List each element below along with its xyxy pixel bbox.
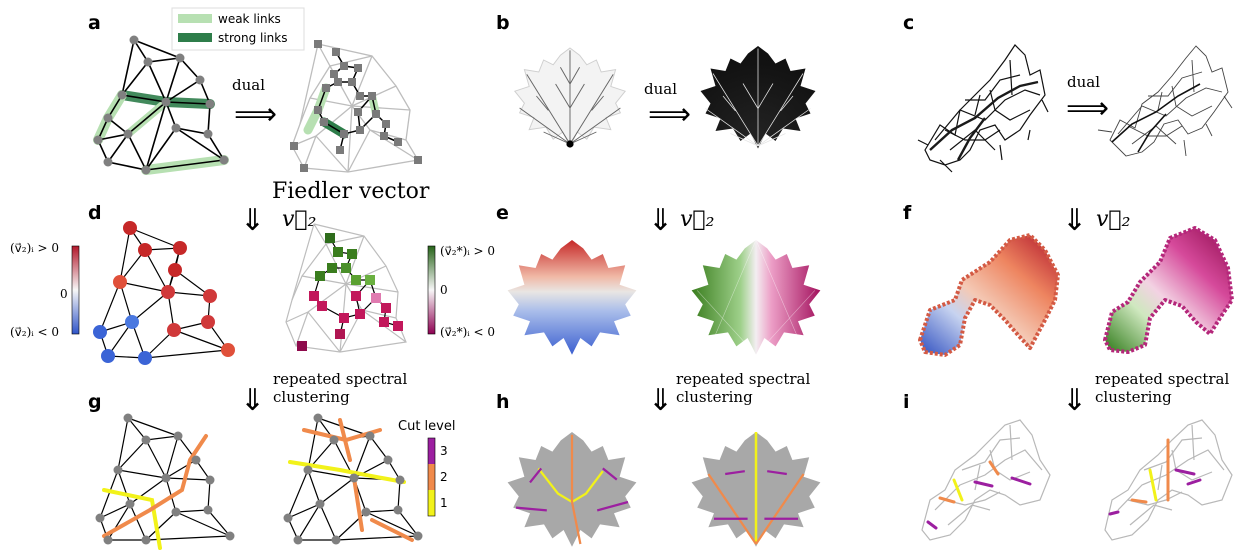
panel-g: Cut level 3 2 1	[95, 413, 455, 550]
spectral-label-h-line1: repeated spectral	[676, 370, 810, 388]
panel-b: dual ⟹	[514, 46, 816, 149]
weak-links-label: weak links	[218, 12, 281, 26]
implies-arrow-c: ⟹	[1066, 91, 1109, 126]
cut-level-3-label: 3	[440, 444, 448, 458]
cut-level-2-label: 2	[440, 470, 448, 484]
leaf-dual-dark	[700, 46, 816, 149]
down-arrow-g: ⇓	[240, 383, 265, 418]
panel-letter-d: d	[88, 202, 102, 224]
urban-network-major-roads	[929, 80, 1039, 161]
urban-fiedler-primal	[918, 233, 1060, 357]
leaf-cut-dual	[691, 432, 821, 547]
v2-label-e: v⃗₂	[680, 207, 714, 232]
spectral-label-h-line2: clustering	[676, 388, 753, 406]
down-arrow-e: ⇓	[648, 203, 673, 238]
colorbar-dual	[427, 245, 436, 335]
cut-level-legend: Cut level 3 2 1	[398, 419, 455, 517]
leaf-veins-light	[514, 47, 626, 148]
leaf-fiedler-dual	[691, 239, 821, 355]
legend-links: weak links strong links	[171, 7, 305, 51]
panel-letter-b: b	[496, 12, 510, 34]
colorbar-top-label: (v⃗₂)ᵢ > 0	[10, 241, 59, 255]
urban-cut-dual-cuts	[1108, 438, 1202, 516]
panel-i	[921, 419, 1233, 541]
dual-label-c: dual	[1067, 73, 1100, 91]
cut-network-primal-nodes	[95, 413, 235, 545]
leaf-cut-primal	[507, 432, 637, 547]
panel-letter-i: i	[903, 391, 910, 413]
v2-label-d: v⃗₂	[282, 207, 316, 232]
urban-network-dual	[1097, 45, 1233, 157]
panel-c: dual ⟹	[917, 44, 1233, 173]
panel-letter-h: h	[496, 391, 510, 413]
implies-arrow-a: ⟹	[234, 97, 277, 132]
leaf-fiedler-primal	[507, 240, 637, 355]
cut-lines-primal	[102, 434, 208, 550]
spectral-label-i-line2: clustering	[1095, 388, 1172, 406]
urban-cut-primal-cuts	[926, 460, 1032, 530]
panel-a: weak links strong links dual ⟹	[93, 7, 422, 175]
colorbar-primal	[71, 245, 80, 335]
colorbar-mid-label: 0	[60, 287, 68, 301]
primal-network-nodes	[93, 35, 229, 175]
strong-links-label: strong links	[218, 31, 287, 45]
implies-arrow-b: ⟹	[648, 97, 691, 132]
panel-letter-a: a	[88, 12, 101, 34]
dual-label-b: dual	[644, 80, 677, 98]
dual-label-a: dual	[232, 76, 265, 94]
v2-label-f: v⃗₂	[1096, 207, 1130, 232]
colorbar-dual-bottom-label: (v⃗₂*)ᵢ < 0	[440, 325, 495, 339]
cut-level-1-swatch	[428, 490, 435, 516]
colorbar-dual-mid-label: 0	[440, 283, 448, 297]
colorbar-dual-top-label: (v⃗₂*)ᵢ > 0	[440, 244, 495, 258]
strong-link-swatch	[178, 33, 212, 42]
spectral-label-i-line1: repeated spectral	[1095, 370, 1229, 388]
urban-cut-dual	[1104, 419, 1233, 541]
down-arrow-f: ⇓	[1062, 203, 1087, 238]
urban-dual-dense	[1111, 83, 1201, 153]
panel-d: (v⃗₂)ᵢ > 0 0 (v⃗₂)ᵢ < 0	[10, 221, 495, 365]
dual-fiedler-primal-edges	[285, 223, 407, 353]
primal-fiedler-nodes	[93, 221, 235, 365]
panel-f	[918, 226, 1234, 357]
spectral-label-g-line1: repeated spectral	[273, 370, 407, 388]
panel-h	[507, 432, 821, 547]
weak-link-swatch	[178, 14, 212, 23]
down-arrow-i: ⇓	[1062, 383, 1087, 418]
fiedler-vector-label: Fiedler vector	[272, 179, 430, 204]
panel-letter-f: f	[903, 202, 912, 224]
down-arrow-h: ⇓	[648, 383, 673, 418]
urban-cut-primal	[921, 419, 1051, 541]
cut-level-2-swatch	[428, 464, 435, 490]
dual-fiedler-nodes	[297, 233, 403, 351]
cut-level-title: Cut level	[398, 419, 455, 434]
cut-level-1-label: 1	[440, 496, 448, 510]
panel-e	[507, 239, 821, 355]
spectral-label-g-line2: clustering	[273, 388, 350, 406]
cut-level-3-swatch	[428, 438, 435, 464]
urban-fiedler-dual	[1103, 226, 1234, 354]
dual-network-nodes	[290, 40, 422, 172]
panel-letter-e: e	[496, 202, 509, 224]
down-arrow-d: ⇓	[240, 203, 265, 238]
panel-letter-c: c	[903, 12, 914, 34]
urban-network-primal	[917, 44, 1049, 173]
colorbar-bottom-label: (v⃗₂)ᵢ < 0	[10, 325, 59, 339]
panel-letter-g: g	[88, 391, 102, 413]
cut-network-dual-nodes	[283, 413, 423, 545]
